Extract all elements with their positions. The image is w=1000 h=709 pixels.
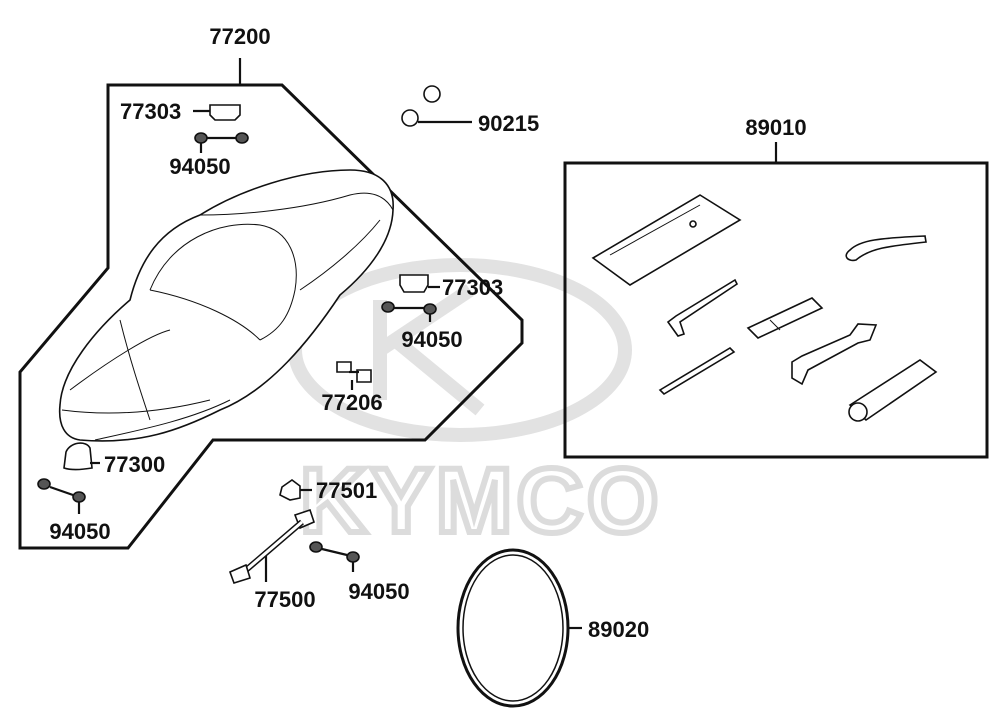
part-label-77303-right: 77303 bbox=[442, 275, 503, 300]
lock-bracket bbox=[279, 479, 312, 501]
part-label-90215: 90215 bbox=[478, 111, 539, 136]
seat-hook-upper bbox=[193, 104, 241, 121]
seat-group-number: 77200 bbox=[209, 24, 270, 49]
hex-key bbox=[666, 278, 739, 337]
part-label-94050-lower: 94050 bbox=[49, 519, 110, 544]
seat-drawing bbox=[58, 169, 394, 442]
nut-pair-upper bbox=[194, 132, 249, 153]
nut-pair-lower bbox=[37, 478, 86, 514]
open-end-wrench bbox=[791, 323, 878, 386]
tool-kit-frame bbox=[563, 161, 989, 459]
seat-stopper bbox=[336, 361, 372, 390]
part-label-77501: 77501 bbox=[316, 478, 377, 503]
tool-kit-number: 89010 bbox=[745, 115, 806, 140]
screwdriver bbox=[746, 297, 824, 339]
part-label-94050-upper: 94050 bbox=[169, 154, 230, 179]
seat-hook-right bbox=[399, 274, 440, 293]
part-label-94050-right: 94050 bbox=[401, 327, 462, 352]
kymco-watermark: KYMCO bbox=[288, 258, 662, 555]
tool-pouch bbox=[591, 194, 742, 286]
seat-group-frame bbox=[18, 83, 524, 550]
lock-cable bbox=[228, 508, 315, 584]
nut-pair-right bbox=[381, 301, 437, 322]
nut-pair-cable bbox=[309, 541, 360, 572]
drive-belt bbox=[456, 548, 582, 708]
part-label-77300: 77300 bbox=[104, 452, 165, 477]
cap-nut bbox=[401, 85, 472, 127]
seat-bumper bbox=[63, 442, 100, 471]
screwdriver-bit bbox=[658, 346, 736, 396]
part-label-89020: 89020 bbox=[588, 617, 649, 642]
part-label-94050-cable: 94050 bbox=[348, 579, 409, 604]
part-label-77500: 77500 bbox=[254, 587, 315, 612]
watermark-text: KYMCO bbox=[300, 450, 662, 552]
hook-spanner bbox=[845, 235, 927, 262]
part-label-77206: 77206 bbox=[321, 390, 382, 415]
part-label-77303-upper: 77303 bbox=[120, 99, 181, 124]
box-wrench bbox=[848, 359, 938, 422]
